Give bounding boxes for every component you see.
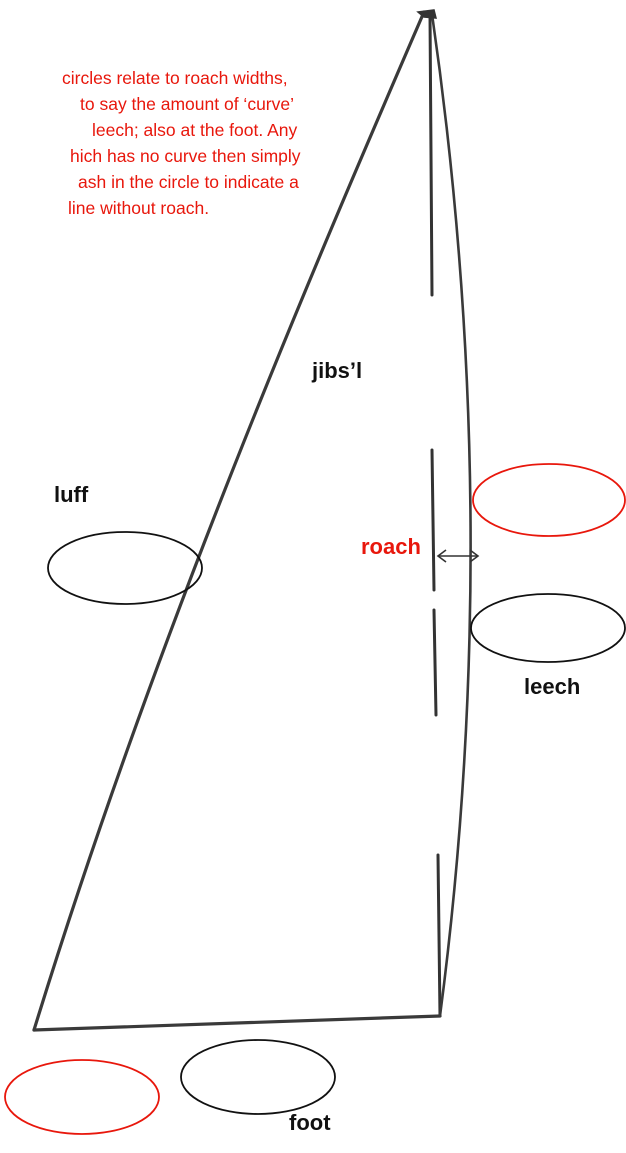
leech-circle[interactable]: [470, 593, 626, 663]
note-line: to say the amount of ‘curve’: [80, 94, 294, 114]
sail-luff-line: [32, 10, 426, 1032]
luff-circle[interactable]: [47, 531, 203, 605]
foot-label: foot: [289, 1110, 331, 1135]
foot-red-circle[interactable]: [4, 1059, 160, 1135]
roach-label: roach: [361, 534, 421, 559]
leech-label: leech: [524, 674, 581, 699]
note-line: circles relate to roach widths,: [62, 68, 288, 88]
luff-label: luff: [54, 482, 89, 507]
sail-head: [416, 9, 437, 19]
sail-foot-line: [32, 1014, 442, 1032]
sail-name-label: jibs’l: [312, 358, 363, 383]
note-line: hich has no curve then simply: [70, 146, 301, 166]
straight-leech-line: [428, 12, 442, 1018]
leech-roach-red-circle[interactable]: [472, 463, 626, 537]
roach-width-arrow: [436, 549, 480, 563]
foot-circle[interactable]: [180, 1039, 336, 1115]
note-line: ash in the circle to indicate a: [78, 172, 299, 192]
sail-roach-curve: [430, 12, 472, 1018]
note-line: line without roach.: [68, 198, 210, 218]
note-line: leech; also at the foot. Any: [92, 120, 298, 140]
